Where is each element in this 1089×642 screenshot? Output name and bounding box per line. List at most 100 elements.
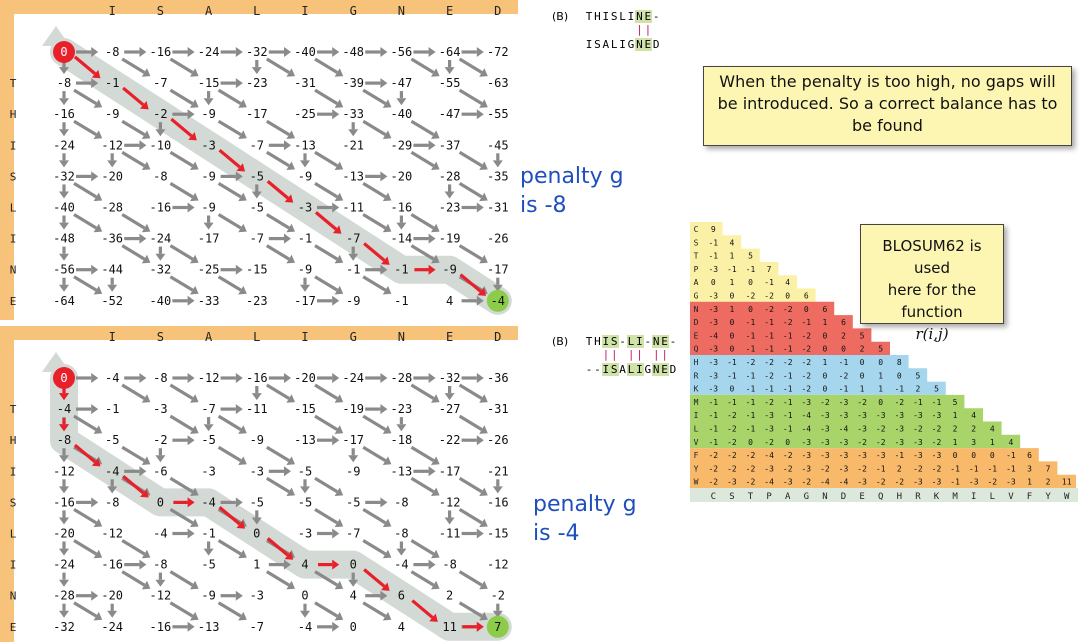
gray-arrow bbox=[124, 466, 147, 477]
blosum-value: -2 bbox=[820, 398, 830, 407]
gray-arrow bbox=[317, 202, 340, 213]
column-letter: N bbox=[398, 4, 405, 18]
blosum-value: -1 bbox=[764, 331, 774, 340]
bottom-cell-value: -15 bbox=[294, 402, 316, 416]
blosum-column-letter: M bbox=[952, 492, 958, 502]
bottom-cell-value: -17 bbox=[439, 464, 461, 478]
alignment-char: - bbox=[619, 335, 627, 348]
gray-arrow bbox=[121, 150, 151, 171]
alignment-top-match-bars: || bbox=[585, 23, 661, 36]
blosum-value: 1 bbox=[990, 438, 995, 447]
blosum-column-letter: D bbox=[841, 492, 846, 502]
blosum-value: -2 bbox=[746, 464, 756, 473]
bottom-cell-value: -16 bbox=[150, 620, 172, 634]
start-circle bbox=[53, 367, 75, 389]
blosum-value: -1 bbox=[894, 385, 904, 394]
alignment-char: L bbox=[619, 10, 627, 23]
blosum-value: 2 bbox=[860, 345, 865, 354]
gray-arrow bbox=[458, 182, 488, 202]
top-cell-value: -26 bbox=[487, 232, 509, 246]
blosum-value: -2 bbox=[932, 464, 942, 473]
bottom-cell-value: -12 bbox=[439, 495, 461, 509]
gray-arrow bbox=[410, 213, 440, 233]
match-bar bbox=[619, 23, 627, 36]
blosum-value: -2 bbox=[932, 438, 942, 447]
top-cell-value: -23 bbox=[246, 294, 268, 308]
gray-arrow bbox=[314, 244, 344, 264]
bottom-cell-value: -8 bbox=[153, 371, 167, 385]
gray-arrow bbox=[220, 171, 243, 182]
blosum-value: -1 bbox=[727, 265, 737, 274]
penalty-line1: penalty g bbox=[533, 492, 637, 517]
note-blosum-line1: BLOSUM62 is used bbox=[882, 237, 982, 277]
bottom-cell-value: -1 bbox=[105, 402, 119, 416]
gray-arrow bbox=[268, 233, 291, 244]
gray-arrow bbox=[461, 295, 484, 306]
bottom-cell-value: -11 bbox=[439, 527, 461, 541]
gray-arrow bbox=[265, 383, 295, 403]
red-path-arrow bbox=[218, 148, 246, 172]
blosum-value: -1 bbox=[746, 398, 756, 407]
gray-arrow bbox=[124, 233, 147, 244]
bottom-cell-value: -12 bbox=[487, 558, 509, 572]
bottom-cell-value: -4 bbox=[153, 527, 167, 541]
bottom-cell-value: 0 bbox=[350, 620, 357, 634]
alignment-char: I bbox=[601, 335, 611, 348]
gray-arrow bbox=[217, 445, 247, 465]
gray-arrow bbox=[444, 386, 455, 401]
blosum-row-letter: D bbox=[694, 318, 699, 327]
alignment-char: I bbox=[619, 38, 627, 51]
blosum-value: -2 bbox=[746, 478, 756, 487]
blosum-value: -2 bbox=[783, 358, 793, 367]
gray-arrow bbox=[410, 244, 440, 264]
blosum-value: 2 bbox=[915, 385, 920, 394]
column-letter: I bbox=[109, 4, 116, 18]
gray-arrow bbox=[362, 182, 392, 202]
blosum-value: -3 bbox=[857, 425, 867, 434]
gray-arrow bbox=[365, 78, 388, 89]
red-path-arrow bbox=[122, 86, 149, 110]
blosum-value: -3 bbox=[801, 438, 811, 447]
gray-arrow bbox=[59, 122, 69, 137]
blosum-value: -2 bbox=[801, 385, 811, 394]
blosum-value: -1 bbox=[783, 425, 793, 434]
blosum-value: 4 bbox=[785, 278, 790, 287]
gray-arrow bbox=[314, 88, 344, 108]
blosum-value: -4 bbox=[764, 451, 774, 460]
bottom-cell-value: -11 bbox=[246, 402, 268, 416]
gray-arrow bbox=[169, 150, 199, 171]
gray-arrow bbox=[268, 373, 291, 383]
gray-arrow bbox=[169, 244, 199, 264]
blosum-value: -4 bbox=[764, 478, 774, 487]
blosum-value: 1 bbox=[729, 278, 734, 287]
penalty-label-top: penalty g is -8 bbox=[520, 162, 624, 220]
gray-arrow bbox=[314, 601, 344, 621]
blosum-row-letter: G bbox=[694, 292, 699, 301]
blosum-value: 0 bbox=[971, 451, 976, 460]
gray-arrow bbox=[107, 153, 118, 168]
top-cell-value: -21 bbox=[342, 138, 364, 152]
blosum-value: -1 bbox=[969, 464, 979, 473]
bottom-cell-value: -16 bbox=[101, 558, 123, 572]
row-letter: N bbox=[10, 264, 17, 277]
top-cell-value: -40 bbox=[391, 107, 413, 121]
alignment-char: H bbox=[594, 335, 602, 348]
top-cell-value: -17 bbox=[246, 107, 268, 121]
top-cell-value: -7 bbox=[250, 138, 264, 152]
column-letter: A bbox=[205, 330, 213, 344]
red-path-arrow bbox=[266, 180, 294, 203]
bottom-cell-value: 6 bbox=[398, 589, 405, 603]
top-cell-value: -4 bbox=[491, 294, 505, 308]
gray-arrow bbox=[461, 47, 484, 57]
top-cell-value: -45 bbox=[487, 138, 509, 152]
bottom-cell-value: 0 bbox=[157, 495, 164, 509]
row-letter: L bbox=[10, 202, 17, 215]
red-path-arrow bbox=[218, 506, 246, 529]
bottom-cell-value: -27 bbox=[439, 402, 461, 416]
gray-arrow bbox=[172, 109, 195, 120]
bottom-cell-value: -32 bbox=[439, 371, 461, 385]
bottom-cell-value: -7 bbox=[201, 402, 215, 416]
gray-arrow bbox=[76, 47, 99, 57]
top-cell-value: -25 bbox=[294, 107, 316, 121]
blosum-value: 8 bbox=[897, 358, 902, 367]
